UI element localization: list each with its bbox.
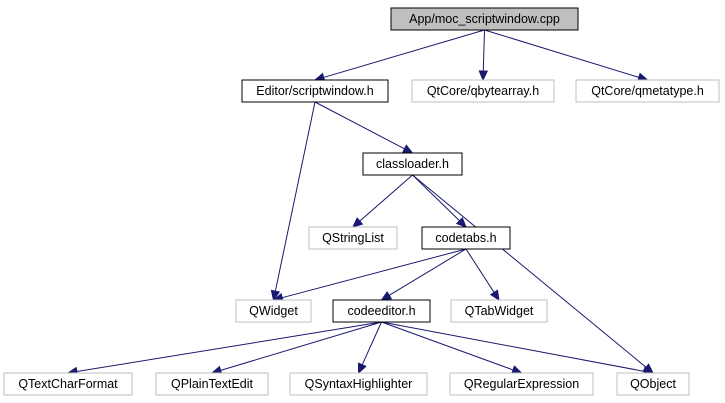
node-label: QSyntaxHighlighter xyxy=(305,377,413,391)
node-label: codeeditor.h xyxy=(347,304,415,318)
edge-line xyxy=(76,321,382,373)
edge-line xyxy=(381,321,514,371)
node-label: App/moc_scriptwindow.cpp xyxy=(409,12,560,26)
node-label: QtCore/qmetatype.h xyxy=(591,84,704,98)
edge-line xyxy=(412,174,460,222)
node-label: QStringList xyxy=(322,231,384,245)
node-codetabs-h[interactable]: codetabs.h xyxy=(421,226,511,250)
edge-codeeditor_h-to-qobject xyxy=(381,321,655,376)
node-label: codetabs.h xyxy=(435,231,496,245)
node-label: Editor/scriptwindow.h xyxy=(256,84,373,98)
arrowhead-icon xyxy=(478,70,489,82)
edge-line xyxy=(381,321,645,372)
node-scriptwindow-h[interactable]: Editor/scriptwindow.h xyxy=(241,79,389,103)
edge-codeeditor_h-to-qsyntaxhighlighter xyxy=(357,321,382,375)
node-classloader-h[interactable]: classloader.h xyxy=(362,152,463,176)
node-moc-scriptwindow-cpp[interactable]: App/moc_scriptwindow.cpp xyxy=(390,7,579,31)
arrowhead-icon xyxy=(380,291,393,301)
edge-line xyxy=(359,174,413,222)
edge-moc_scriptwindow-to-qmetatype_h xyxy=(484,29,649,82)
node-label: QWidget xyxy=(249,304,298,318)
arrowhead-icon xyxy=(352,217,364,228)
node-qregularexpression[interactable]: QRegularExpression xyxy=(449,372,594,396)
node-qtextcharformat[interactable]: QTextCharFormat xyxy=(3,372,133,396)
edges-layer xyxy=(66,29,655,377)
edge-scriptwindow_h-to-classloader_h xyxy=(314,101,414,154)
edge-line xyxy=(388,248,467,296)
arrowhead-icon xyxy=(489,289,500,302)
node-qstringlist[interactable]: QStringList xyxy=(308,226,398,250)
edge-line xyxy=(220,321,382,371)
edge-scriptwindow_h-to-qwidget xyxy=(270,101,316,302)
node-qmetatype-h[interactable]: QtCore/qmetatype.h xyxy=(575,79,720,103)
edge-line xyxy=(323,29,485,78)
edge-line xyxy=(465,248,495,293)
node-label: QObject xyxy=(630,377,676,391)
edge-line xyxy=(282,248,467,299)
node-qplaintextedit[interactable]: QPlainTextEdit xyxy=(155,372,269,396)
arrowhead-icon xyxy=(357,362,367,375)
arrowhead-icon xyxy=(401,144,414,154)
edge-line xyxy=(361,321,382,366)
edge-classloader_h-to-qstringlist xyxy=(352,174,413,228)
arrowhead-icon xyxy=(455,216,467,228)
node-qwidget[interactable]: QWidget xyxy=(235,299,312,323)
node-label: QPlainTextEdit xyxy=(171,377,254,391)
node-qtabwidget[interactable]: QTabWidget xyxy=(450,299,548,323)
edge-line xyxy=(412,174,647,368)
edge-codetabs_h-to-qwidget xyxy=(272,248,467,303)
node-label: QTextCharFormat xyxy=(18,377,118,391)
arrowhead-icon xyxy=(270,289,281,302)
edge-moc_scriptwindow-to-qbytearray_h xyxy=(478,29,489,82)
edge-moc_scriptwindow-to-scriptwindow_h xyxy=(313,29,485,82)
edge-line xyxy=(482,29,485,72)
edge-codeeditor_h-to-qregularexpression xyxy=(381,321,523,375)
edge-line xyxy=(484,29,640,78)
edge-line xyxy=(274,101,316,292)
edge-classloader_h-to-qobject xyxy=(412,174,654,374)
node-label: QRegularExpression xyxy=(464,377,579,391)
edge-classloader_h-to-codetabs_h xyxy=(412,174,467,228)
node-label: QTabWidget xyxy=(465,304,534,318)
edge-line xyxy=(314,101,405,150)
node-qobject[interactable]: QObject xyxy=(616,372,690,396)
node-qbytearray-h[interactable]: QtCore/qbytearray.h xyxy=(411,79,555,103)
node-qsyntaxhighlighter[interactable]: QSyntaxHighlighter xyxy=(289,372,428,396)
edge-codetabs_h-to-qtabwidget xyxy=(465,248,500,302)
node-label: QtCore/qbytearray.h xyxy=(427,84,539,98)
node-codeeditor-h[interactable]: codeeditor.h xyxy=(332,299,431,323)
edge-codetabs_h-to-codeeditor_h xyxy=(380,248,467,301)
edge-codeeditor_h-to-qplaintextedit xyxy=(210,321,382,375)
edge-codeeditor_h-to-qtextcharformat xyxy=(66,321,382,377)
node-label: classloader.h xyxy=(376,157,449,171)
